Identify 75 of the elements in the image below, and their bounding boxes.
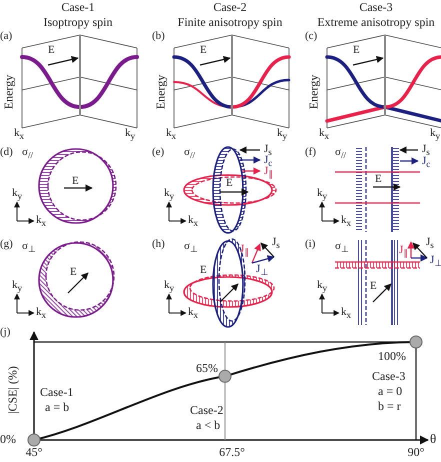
column-heading: Case-1 xyxy=(61,1,95,14)
axis-label: Energy xyxy=(307,74,321,110)
annotation-text: |CSE| (%) xyxy=(6,366,20,414)
symbol-label: E xyxy=(72,175,79,188)
panel-label: (i) xyxy=(305,238,316,250)
symbol-label: J$_{∥}$ xyxy=(399,244,408,258)
symbol-label: k$_{x}$ xyxy=(319,127,330,142)
symbol-label: J$_{s}$ xyxy=(422,143,430,158)
symbol-label: k$_{x}$ xyxy=(188,214,198,228)
symbol-label: σ$_{⊥}$ xyxy=(184,240,198,254)
column-subheading: Extreme anisotropy spin xyxy=(317,16,435,30)
tick-label: 90° xyxy=(408,446,424,460)
annotation-text: Case-2 xyxy=(190,404,224,418)
symbol-label: E xyxy=(226,177,233,190)
annotation-text: a < b xyxy=(196,419,220,432)
value-label: 65% xyxy=(196,362,218,376)
annotation-text: 100% xyxy=(378,350,406,364)
symbol-label: E xyxy=(48,44,55,56)
annotation-text: a = 0 xyxy=(378,385,402,398)
symbol-label: k$_{y}$ xyxy=(164,279,174,294)
column-subheading: Isoptropy spin xyxy=(44,16,112,30)
value-label: θ xyxy=(430,432,436,446)
symbol-label: k$_{x}$ xyxy=(341,214,352,228)
symbol-label: k$_{x}$ xyxy=(36,306,46,320)
symbol-label: σ$_{//}$ xyxy=(184,146,196,160)
symbol-label: k$_{y}$ xyxy=(317,187,328,202)
column-heading: Case-3 xyxy=(359,1,393,14)
symbol-label: k$_{x}$ xyxy=(188,306,198,320)
symbol-label: J$_{s}$ xyxy=(272,236,280,250)
symbol-label: k$_{y}$ xyxy=(430,127,440,142)
panel-label: (b) xyxy=(152,30,165,42)
annotation-text: b = r xyxy=(378,400,401,414)
symbol-label: k$_{y}$ xyxy=(125,127,136,142)
panel-label: (c) xyxy=(305,30,318,42)
axis-label: 45° xyxy=(26,446,42,460)
symbol-label: k$_{y}$ xyxy=(277,127,288,142)
symbol-label: k$_{x}$ xyxy=(14,127,24,142)
value-label: Case-3 xyxy=(372,370,406,384)
symbol-label: E xyxy=(353,44,360,56)
tick-label: 67.5° xyxy=(219,446,245,460)
annotation-text: 0% xyxy=(0,433,16,446)
annotation-text: a = b xyxy=(45,401,70,414)
column-subheading: Finite anisotropy spin xyxy=(178,16,282,30)
panel-label: (j) xyxy=(0,326,10,338)
symbol-label: J$_{∥}$ xyxy=(240,243,250,258)
symbol-label: J$_{s}$ xyxy=(426,236,434,250)
symbol-label: k$_{y}$ xyxy=(12,187,22,202)
symbol-label: σ$_{//}$ xyxy=(335,146,346,160)
axis-label: Case-1 xyxy=(40,386,74,400)
symbol-label: σ$_{//}$ xyxy=(22,146,34,160)
column-heading: Case-2 xyxy=(213,1,247,14)
symbol-label: E xyxy=(370,280,377,292)
symbol-label: J$_{⊥}$ xyxy=(256,263,268,278)
panel-label: (f) xyxy=(305,146,316,158)
symbol-label: J$_{c}$ xyxy=(422,155,430,170)
panel-label: (g) xyxy=(0,238,13,250)
symbol-label: k$_{y}$ xyxy=(12,279,22,294)
symbol-label: E xyxy=(200,264,207,276)
symbol-label: E xyxy=(375,173,382,186)
symbol-label: J$_{∥}$ xyxy=(264,165,274,180)
symbol-label: σ$_{⊥}$ xyxy=(22,240,36,254)
symbol-label: E xyxy=(70,266,77,278)
panel-label: (d) xyxy=(0,146,13,158)
symbol-label: k$_{y}$ xyxy=(164,187,174,202)
symbol-label: σ$_{⊥}$ xyxy=(335,240,349,254)
panel-label: (e) xyxy=(152,146,164,158)
symbol-label: k$_{x}$ xyxy=(36,214,46,228)
symbol-label: E xyxy=(200,44,207,56)
symbol-label: k$_{y}$ xyxy=(317,279,328,294)
panel-label: (a) xyxy=(0,30,12,42)
axis-label: Energy xyxy=(2,74,16,110)
symbol-label: k$_{x}$ xyxy=(341,306,352,320)
axis-label: Energy xyxy=(154,74,168,110)
symbol-label: k$_{x}$ xyxy=(166,127,176,142)
panel-label: (h) xyxy=(152,238,165,250)
